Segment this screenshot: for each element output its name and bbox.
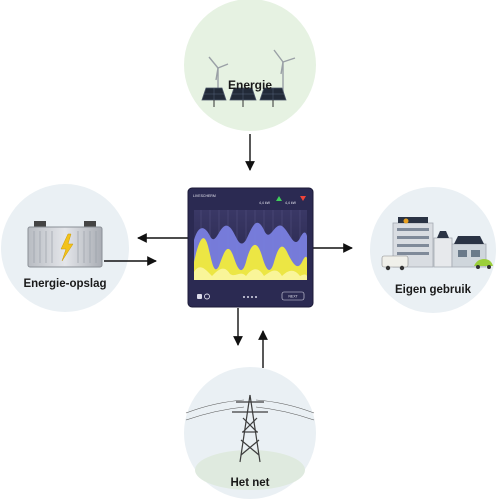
node-energie-opslag-label: Energie-opslag xyxy=(23,278,106,290)
device-stat-out: 4,4 kW xyxy=(285,201,297,205)
flow-arrows xyxy=(104,134,353,368)
device-stat-in: 4,4 kW xyxy=(259,201,271,205)
solar-panel-icon xyxy=(201,87,287,107)
node-energie: Energie xyxy=(184,0,316,131)
vehicle-icon xyxy=(381,255,493,271)
arrow-up-green-icon xyxy=(276,196,282,201)
node-energie-label: Energie xyxy=(228,78,272,92)
device-next-button-label: NEXT xyxy=(288,295,298,299)
energy-monitor-device: LIVESCHERM 4,4 kW 4,4 kW xyxy=(187,187,314,308)
device-header: LIVESCHERM xyxy=(193,194,216,198)
device-power-icon[interactable] xyxy=(204,293,210,300)
device-settings-icon[interactable] xyxy=(197,294,202,299)
node-energie-opslag: Energie-opslag xyxy=(1,184,129,312)
node-eigen-gebruik: Eigen gebruik xyxy=(370,187,496,313)
lightning-bolt-icon xyxy=(60,233,74,262)
arrow-down-red-icon xyxy=(300,196,306,201)
power-lines xyxy=(185,399,315,421)
transmission-tower-icon xyxy=(232,394,268,463)
device-chart-wave-yellow-light xyxy=(194,267,307,280)
device-controls: NEXT xyxy=(197,291,305,301)
node-het-net: Het net xyxy=(184,367,316,499)
node-energie-circle xyxy=(184,0,316,131)
node-eigen-gebruik-label: Eigen gebruik xyxy=(395,284,472,296)
device-pager-dots xyxy=(243,296,257,298)
device-stats: 4,4 kW 4,4 kW xyxy=(259,196,306,205)
node-het-net-label: Het net xyxy=(231,477,270,489)
device-next-button[interactable] xyxy=(281,291,305,301)
battery-icon xyxy=(27,221,103,268)
